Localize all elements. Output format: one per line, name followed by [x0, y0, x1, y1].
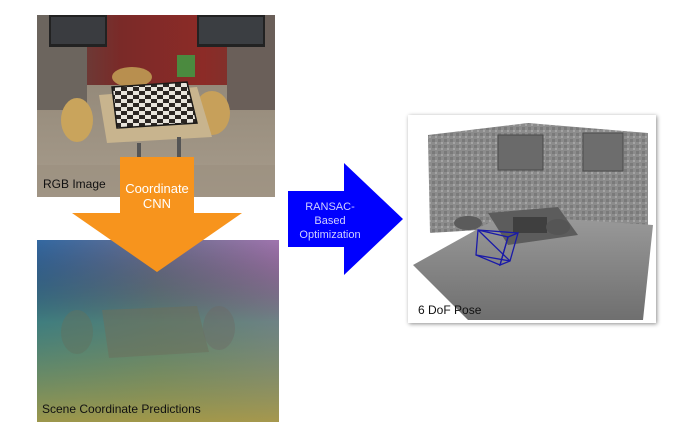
pose-reconstruction: [413, 123, 653, 320]
coordinate-cnn-label-line1: Coordinate: [125, 181, 189, 196]
rgb-image-caption: RGB Image: [43, 177, 106, 191]
ransac-label-line1: RANSAC-: [305, 201, 355, 213]
coordinate-cnn-label: Coordinate CNN: [112, 181, 202, 211]
rgb-photo: [37, 15, 275, 197]
coordinate-cnn-label-line2: CNN: [142, 196, 172, 211]
ransac-label: RANSAC- Based Optimization: [290, 200, 370, 242]
rgb-image-panel: RGB Image: [37, 15, 275, 197]
ransac-label-line2: Based: [314, 215, 346, 227]
ransac-arrow: [288, 163, 403, 275]
camera-pose-frustum: [475, 229, 519, 267]
coordinate-cnn-arrow: [72, 157, 242, 272]
scene-coordinate-caption: Scene Coordinate Predictions: [42, 402, 201, 416]
pose-caption: 6 DoF Pose: [418, 303, 482, 317]
pose-panel: 6 DoF Pose: [408, 115, 656, 323]
ransac-label-line3: Optimization: [299, 229, 361, 241]
